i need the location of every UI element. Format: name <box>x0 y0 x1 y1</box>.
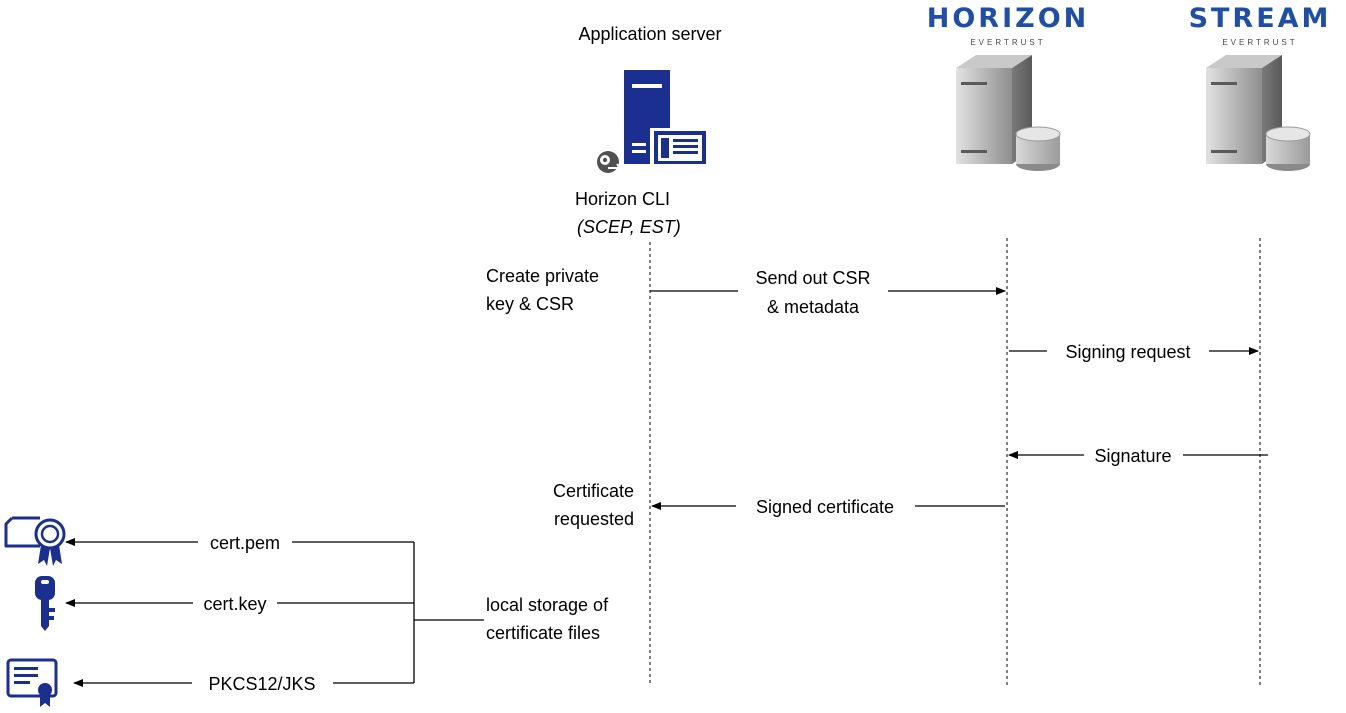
app-server-participant: Application server Horizon CLI (SCEP, ES… <box>556 20 744 238</box>
cert-requested-note-line1: Certificate <box>553 481 634 501</box>
application-server-icon <box>624 70 708 166</box>
signing-request-label: Signing request <box>1065 342 1190 362</box>
send-csr-label-line2: & metadata <box>767 297 860 317</box>
output-connector <box>413 542 484 683</box>
horizon-cli-icon <box>597 151 622 173</box>
app-server-title: Application server <box>578 24 721 44</box>
cert-requested-note-line2: requested <box>554 509 634 529</box>
certificate-icon <box>4 516 66 566</box>
horizon-cli-protocols: (SCEP, EST) <box>577 217 681 237</box>
horizon-cli-label: Horizon CLI <box>575 189 670 209</box>
stream-participant: STREAM EVERTRUST <box>1189 3 1332 171</box>
key-icon <box>35 576 55 631</box>
pkcs12-file-icon <box>6 658 58 707</box>
signed-certificate-label: Signed certificate <box>756 497 894 517</box>
pkcs12-label: PKCS12/JKS <box>208 674 315 694</box>
local-storage-note-line2: certificate files <box>486 623 600 643</box>
stream-server-icon <box>1206 55 1311 171</box>
signature-label: Signature <box>1094 446 1171 466</box>
stream-logo: STREAM <box>1189 3 1332 34</box>
cert-key-label: cert.key <box>203 594 266 614</box>
local-storage-note-line1: local storage of <box>486 595 609 615</box>
create-key-note-line1: Create private <box>486 266 599 286</box>
stream-logo-sub: EVERTRUST <box>1222 38 1297 47</box>
horizon-participant: HORIZON EVERTRUST <box>927 3 1090 171</box>
horizon-server-icon <box>956 55 1061 171</box>
create-key-note-line2: key & CSR <box>486 294 574 314</box>
horizon-logo-sub: EVERTRUST <box>970 38 1045 47</box>
cert-pem-label: cert.pem <box>210 533 280 553</box>
send-csr-label-line1: Send out CSR <box>755 268 870 288</box>
horizon-logo: HORIZON <box>927 3 1090 34</box>
